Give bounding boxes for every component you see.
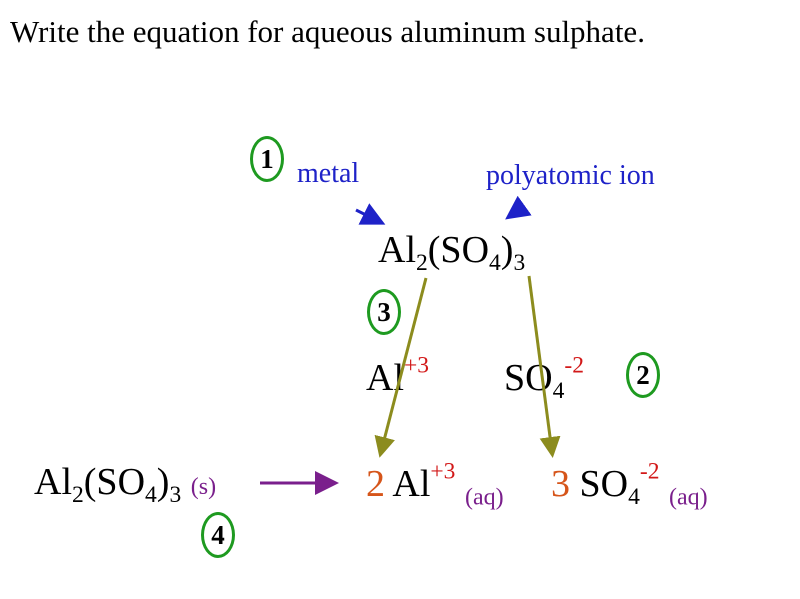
reactant-so-open: (SO	[83, 461, 146, 503]
product1-charge: +3	[430, 458, 456, 485]
top-formula: Al2(SO4)3	[378, 228, 525, 275]
product2-charge: -2	[639, 458, 660, 485]
equation-product-sulfate: 3 SO4-2 (aq)	[551, 460, 708, 511]
product1-coefficient: 2	[366, 463, 385, 505]
page-title: Write the equation for aqueous aluminum …	[10, 14, 645, 49]
split-arrow-right	[527, 275, 561, 458]
product1-al: Al	[392, 463, 431, 505]
reactant-so-subscript: 4	[145, 482, 157, 509]
reactant-state: (s)	[190, 474, 217, 500]
split-arrow-left	[374, 277, 428, 458]
reactant-al: Al	[34, 461, 72, 503]
formula-so-open: (SO	[427, 229, 490, 271]
product2-so: SO	[579, 463, 629, 505]
formula-so-subscript: 4	[489, 250, 501, 277]
formula-al: Al	[378, 229, 416, 271]
reactant-outer-subscript: 3	[169, 482, 182, 509]
equation-product-aluminum: 2 Al+3 (aq)	[366, 460, 504, 511]
formula-outer-subscript: 3	[513, 250, 526, 277]
product2-coefficient: 3	[551, 463, 570, 505]
polyatomic-ion-label: polyatomic ion	[486, 160, 655, 191]
product2-state: (aq)	[668, 484, 708, 511]
metal-label: metal	[297, 158, 360, 189]
metal-pointer-arrow	[355, 203, 386, 225]
step-2-badge: 2	[626, 352, 660, 398]
equation-reactant: Al2(SO4)3 (s)	[34, 460, 217, 507]
step-1-badge: 1	[250, 136, 284, 182]
step-4-badge: 4	[201, 512, 235, 558]
ion-so-charge: -2	[564, 352, 584, 379]
reactant-al-subscript: 2	[72, 482, 84, 509]
formula-paren-close: )	[500, 229, 514, 271]
ion-al-charge: +3	[404, 352, 430, 379]
ion-so-subscript: 4	[552, 378, 565, 405]
step-3-badge: 3	[367, 289, 401, 335]
polyatomic-pointer-arrow	[505, 195, 532, 220]
reactant-paren-close: )	[156, 461, 170, 503]
formula-al-subscript: 2	[416, 250, 428, 277]
product1-state: (aq)	[464, 484, 504, 511]
product2-subscript: 4	[628, 484, 640, 511]
